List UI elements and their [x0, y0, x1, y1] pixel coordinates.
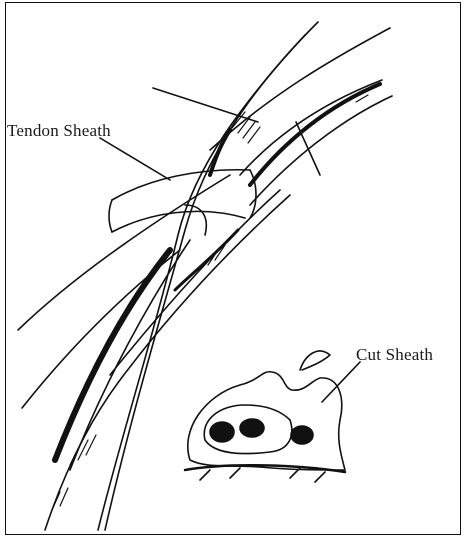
lower-tendon-outer-2	[110, 190, 280, 375]
sheath-cuff-bottom	[112, 211, 245, 232]
tendon-section-2	[240, 419, 264, 437]
sheath-cuff-top	[112, 170, 250, 200]
upper-tendon-inner-2	[250, 96, 392, 205]
dark-tendon-lower	[55, 250, 170, 460]
cut-sheath-flap	[300, 351, 330, 370]
crossing-tendon-a	[105, 22, 318, 530]
top-pointer-line	[153, 88, 258, 122]
cut-sheath-cross-section	[185, 351, 345, 482]
tendon-section-3	[291, 426, 313, 444]
lower-tendon-outer	[45, 195, 290, 530]
cut-sheath-outer	[188, 372, 345, 470]
tendon-sheath-label: Tendon Sheath	[7, 121, 111, 141]
tendon-section-1	[210, 422, 234, 442]
sheath-cuff-left	[109, 200, 112, 232]
tendon-sheath-leader-line	[100, 138, 170, 180]
outer-tendon-line-left	[18, 175, 230, 330]
cut-sheath-label: Cut Sheath	[356, 345, 433, 365]
lower-tendon-inner	[175, 230, 238, 290]
